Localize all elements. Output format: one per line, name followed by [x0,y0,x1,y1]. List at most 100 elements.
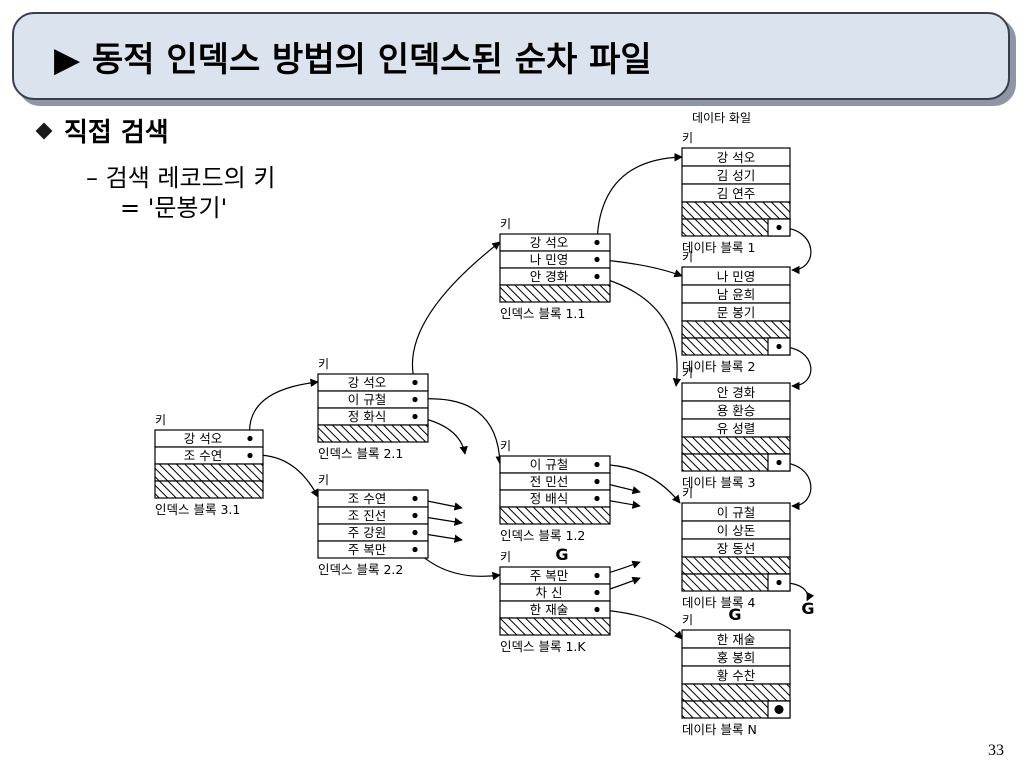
record-key-text: 남 윤희 [717,287,755,302]
record-key-text: 강 석오 [717,150,755,165]
search-key-line: – 검색 레코드의 키 [86,164,276,192]
block-caption: 데이타 블록 2 [682,359,755,374]
empty-slot [154,463,264,482]
record-key-text: 이 규철 [717,505,755,520]
block-caption: 인덱스 블록 2.1 [318,446,403,461]
record-key-text: 김 연주 [717,186,755,201]
key-header-label: 키 [500,550,511,564]
empty-slot [317,424,429,443]
index-block: 강 석오나 민영안 경화 [499,233,611,303]
record-key-text: 주 복만 [348,542,387,557]
empty-slot [499,506,611,525]
block-caption: 데이타 블록 N [682,722,757,737]
index-block: 주 복만차 신한 재술 [499,566,611,636]
pointer-arrow [596,275,682,387]
next-block-pointer-dot [774,705,784,714]
data-block: 나 민영남 윤희문 봉기 [681,266,791,356]
record-key-text: 장 동선 [717,541,755,556]
pointer-dot [594,589,600,596]
empty-slot [154,480,264,499]
record-key-text: 용 환승 [717,403,755,418]
pointer-arrow [414,398,504,465]
search-key-value: = '문봉기' [120,194,228,222]
next-block-pointer-dot [776,343,782,350]
record-key-text: 문 봉기 [717,305,755,320]
index-block: 강 석오이 규철정 화식 [317,373,429,443]
block-caption: 인덱스 블록 1.K [500,639,586,654]
pointer-dot [412,379,418,386]
block-caption: 데이타 블록 3 [682,475,755,490]
page-title: ▶ 동적 인덱스 방법의 인덱스된 순차 파일 [54,40,652,80]
record-key-text: 강 석오 [348,375,386,390]
index-block: 조 수연조 진선주 강원주 복만 [317,489,429,559]
record-key-text: 나 민영 [717,269,755,284]
record-key-text: 강 석오 [184,431,222,446]
record-key-text: 안 경화 [530,269,569,284]
pointer-dot [247,435,253,442]
empty-slot [681,683,791,702]
block-caption: 데이타 블록 1 [682,240,755,255]
next-block-pointer-dot [776,459,782,466]
pointer-dot [594,273,600,280]
data-block: 안 경화용 환승유 성렬 [681,382,791,472]
record-key-text: 한 재술 [530,602,568,617]
continuation-symbol: G [801,599,814,618]
pointer-dot [594,256,600,263]
next-block-pointer-dot [776,579,782,586]
empty-slot [681,201,791,220]
record-key-text: 정 배식 [530,491,568,506]
record-key-text: 정 화식 [348,409,386,424]
bullet-text: 직접 검색 [64,118,169,148]
empty-slot [499,284,611,303]
pointer-dot [412,546,418,553]
pointer-dot [247,452,253,459]
next-block-pointer-dot [776,224,782,231]
page-number: 33 [988,742,1004,759]
data-block: 이 규철이 상돈장 동선 [681,502,791,592]
index-block: 이 규철전 민선정 배식 [499,455,611,525]
empty-slot [499,617,611,636]
record-key-text: 한 재술 [717,632,755,647]
pointer-dot [594,495,600,502]
record-key-text: 유 성렬 [717,421,755,436]
record-key-text: 김 성기 [717,168,755,183]
key-header-label: 키 [682,131,693,145]
record-key-text: 조 진선 [348,508,386,523]
data-file-label: 데이타 화일 [692,111,751,125]
pointer-dot [594,572,600,579]
record-key-text: 조 수연 [348,491,386,506]
bullet-direct-search: 직접 검색 [35,112,169,149]
record-key-text: 차 신 [536,585,563,600]
data-block: 강 석오김 성기김 연주 [681,147,791,237]
record-key-text: 조 수연 [184,448,222,463]
pointer-dot [594,478,600,485]
record-cell [317,540,429,559]
pointer-dot [594,239,600,246]
record-key-text: 이 규철 [348,392,386,407]
empty-slot [681,436,791,455]
key-header-label: 키 [318,357,329,371]
pointer-dot [412,413,418,420]
empty-slot [681,556,791,575]
record-key-text: 홍 봉희 [717,650,755,665]
pointer-arrow [411,241,501,383]
record-key-text: 안 경화 [717,385,756,400]
key-header-label: 키 [682,250,693,264]
pointer-dot [412,529,418,536]
record-key-text: 주 강원 [348,525,386,540]
key-header-label: 키 [500,439,511,453]
record-key-text: 주 복만 [530,568,569,583]
block-caption: 데이타 블록 4 [682,595,755,610]
title-banner: ▶ 동적 인덱스 방법의 인덱스된 순차 파일 [12,12,1010,100]
key-header-label: 키 [155,413,166,427]
pointer-dot [412,512,418,519]
record-key-text: 나 민영 [530,252,568,267]
record-key-text: 이 규철 [530,457,568,472]
block-caption: 인덱스 블록 1.2 [500,528,585,543]
pointer-dot [412,396,418,403]
index-block: 강 석오조 수연 [154,429,264,499]
pointer-arrow [596,153,683,243]
pointer-arrow [248,378,319,439]
